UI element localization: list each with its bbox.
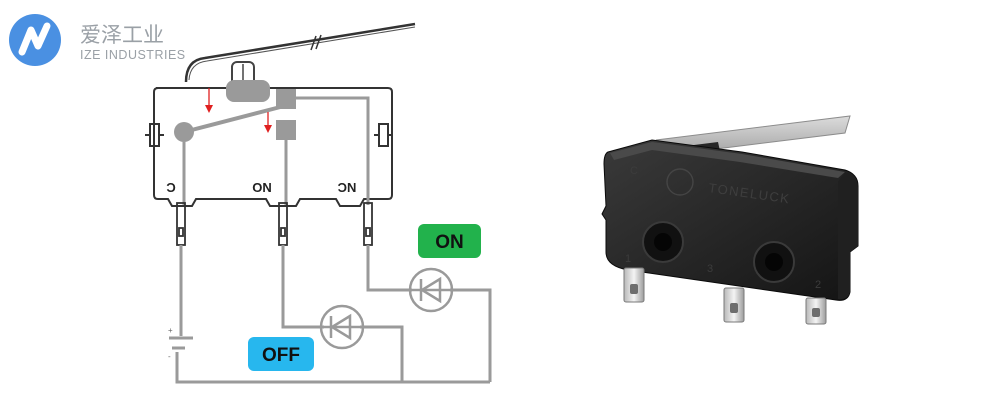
company-logo: 爱泽工业 IZE INDUSTRIES [9,14,186,66]
actuator-lever [184,22,416,83]
no-contact [276,120,296,140]
on-badge: ON [418,224,481,258]
contact-blade [183,102,293,134]
pin-label-3: 3 [707,263,713,275]
off-led-icon [319,304,365,350]
logo-name-en: IZE INDUSTRIES [80,48,186,62]
brand-mark-icon [666,168,694,196]
product-pin [723,287,745,323]
circuit-wiring: + - ON OFF [168,224,492,384]
terminal-label-no: NO [252,180,272,195]
battery-icon: + - [168,326,193,361]
battery-plus-label: + [168,326,173,335]
product-mark-top: C [630,165,638,177]
direction-arrow-icon [205,88,213,113]
actuator-button [226,80,270,102]
direction-arrow-icon [264,112,272,133]
nc-contact [276,89,296,109]
switch-housing [153,87,393,207]
mounting-hole [753,241,795,283]
mounting-hole [642,221,684,263]
on-badge-label: ON [435,232,464,253]
terminal-pins [176,202,373,246]
on-led-icon [408,267,454,313]
off-badge: OFF [248,337,314,371]
terminal-label-c: C [166,180,176,195]
battery-minus-label: - [168,352,171,361]
pin-label-1: 1 [625,253,631,265]
product-pin [623,267,645,303]
terminal-label-nc: NC [337,180,356,195]
pivot-contact [174,122,194,142]
product-photo: TONELUCK C 1 3 2 [601,115,859,325]
product-pin [805,297,827,325]
pin-label-2: 2 [815,279,821,291]
logo-mark-icon [9,14,61,66]
logo-name-cn: 爱泽工业 [80,23,164,47]
off-badge-label: OFF [262,345,300,366]
